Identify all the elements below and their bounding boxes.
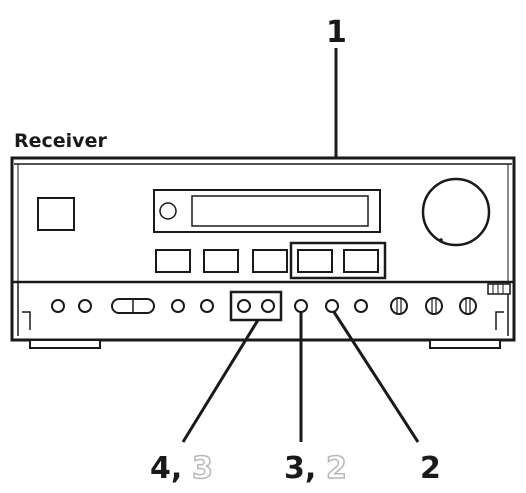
tone-knob-2 — [425, 297, 443, 315]
right-panel-bracket — [495, 311, 504, 330]
lower-button-9 — [354, 299, 368, 313]
callout-2-leader-line — [332, 311, 420, 443]
lower-button-5 — [237, 299, 251, 313]
power-button — [37, 197, 75, 231]
display-sensor — [159, 202, 177, 220]
lower-button-3 — [171, 299, 185, 313]
callout-4-leader-line — [181, 319, 260, 443]
callout-2-label: 2 — [420, 451, 441, 486]
callout-3-alt-label: 2 — [326, 451, 347, 486]
lower-button-6 — [261, 299, 275, 313]
left-foot — [29, 339, 101, 349]
right-foot — [429, 339, 501, 349]
tone-knob-1 — [390, 297, 408, 315]
side-connector — [487, 283, 511, 295]
selector-button-c — [252, 249, 288, 273]
callout-1-label: 1 — [326, 15, 347, 50]
callout-4-label: 4, — [150, 451, 182, 486]
lower-button-2 — [78, 299, 92, 313]
lower-button-8 — [325, 299, 339, 313]
display-screen — [191, 195, 369, 227]
selector-button-e — [343, 249, 379, 273]
callout-3-label: 3, — [284, 451, 316, 486]
receiver-title: Receiver — [14, 130, 107, 152]
callout-1-highlight-box — [289, 241, 387, 280]
volume-knob-marker — [439, 238, 443, 242]
volume-knob — [421, 177, 491, 247]
selector-button-b — [203, 249, 239, 273]
callout-4-highlight-box — [229, 290, 283, 322]
lower-button-4 — [200, 299, 214, 313]
callout-4-alt-label: 3 — [192, 451, 213, 486]
selector-button-a — [155, 249, 191, 273]
receiver-unit — [10, 156, 516, 349]
left-panel-bracket — [22, 311, 31, 330]
lower-button-1 — [51, 299, 65, 313]
tone-knob-3 — [459, 297, 477, 315]
selector-button-d — [297, 249, 333, 273]
